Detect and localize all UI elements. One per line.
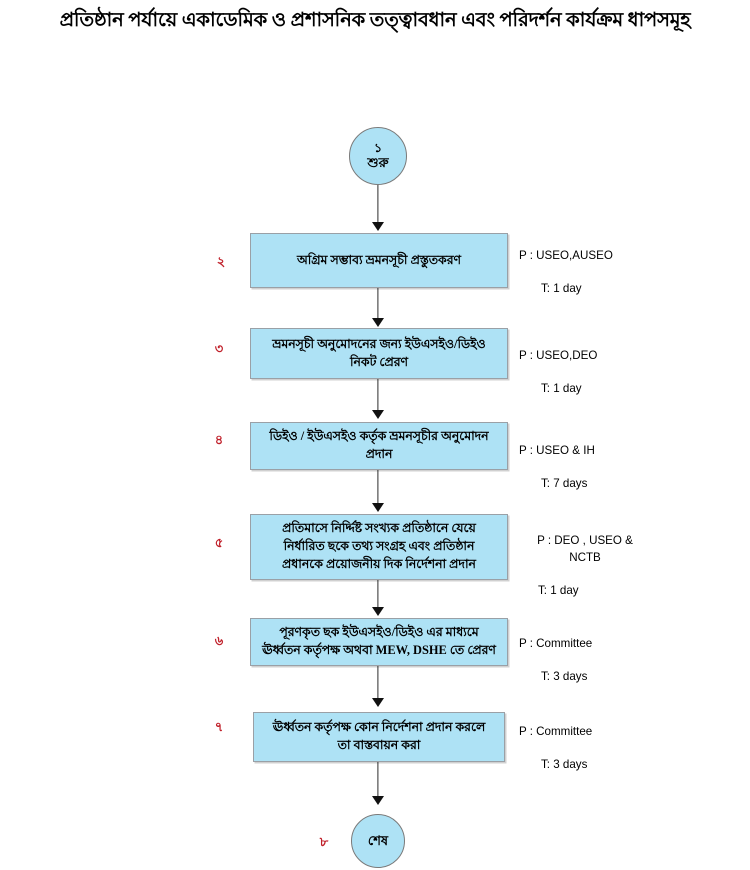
annotation-step6-time: T: 3 days [541,670,588,684]
step-number-6: ৬ [214,633,224,648]
annotation-step3-time: T: 1 day [541,382,582,396]
annotation-step7-person: P : Committee [519,724,593,738]
annotation-step2: P : USEO,AUSEO T: 1 day [519,231,719,315]
connector-step5-to-step6 [377,580,379,611]
annotation-step3: P : USEO,DEO T: 1 day [519,331,719,415]
start-label: শুরু [367,154,389,170]
start-step-number: ১ [373,141,383,156]
step-number-5: ৫ [214,535,224,550]
connector-step4-to-step5 [377,470,379,507]
arrowhead-step3 [372,318,384,327]
connector-step6-to-step7 [377,666,379,702]
flow-node-start[interactable]: ১ শুরু [349,127,407,185]
arrowhead-step6 [372,607,384,616]
arrowhead-end [372,796,384,805]
connector-start-to-step2 [377,185,379,225]
step-number-3: ৩ [214,341,224,356]
flow-node-end[interactable]: শেষ [351,814,405,868]
flow-node-step3[interactable]: ভ্রমনসূচী অনুমোদনের জন্য ইউএসইও/ডিইও নিক… [250,328,508,379]
annotation-step5: P : DEO , USEO & NCTB T: 1 day [516,516,716,617]
annotation-step5-time: T: 1 day [538,584,579,598]
arrowhead-step4 [372,410,384,419]
connector-step3-to-step4 [377,379,379,414]
step-number-2: ২ [216,254,226,269]
end-label: শেষ [367,832,389,848]
annotation-step4-person: P : USEO & IH [519,443,595,457]
flow-node-step7[interactable]: ঊর্ধ্বতন কর্তৃপক্ষ কোন নির্দেশনা প্রদান … [253,712,505,762]
arrowhead-step2 [372,222,384,231]
connector-step2-to-step3 [377,288,379,322]
step-number-7: ৭ [214,719,224,734]
flow-node-step4[interactable]: ডিইও / ইউএসইও কর্তৃক ভ্রমনসূচীর অনুমোদন … [250,422,508,470]
flow-node-step6[interactable]: পূরণকৃত ছক ইউএসইও/ডিইও এর মাধ্যমে ঊর্ধ্ব… [250,618,508,666]
flow-node-step2[interactable]: অগ্রিম সম্ভাব্য ভ্রমনসূচী প্রস্তুতকরণ [250,233,508,288]
annotation-step3-person: P : USEO,DEO [519,348,598,362]
annotation-step7: P : Committee T: 3 days [519,707,719,791]
arrowhead-step5 [372,503,384,512]
connector-step7-to-end [377,762,379,800]
flow-node-step5[interactable]: প্রতিমাসে নির্দ্দিষ্ট সংখ্যক প্রতিষ্ঠানে… [250,514,508,580]
annotation-step6: P : Committee T: 3 days [519,619,719,703]
step-number-4: ৪ [214,432,224,447]
page-title: প্রতিষ্ঠান পর্যায়ে একাডেমিক ও প্রশাসনিক… [59,10,691,31]
annotation-step5-person: P : DEO , USEO & NCTB [537,533,633,564]
annotation-step4: P : USEO & IH T: 7 days [519,426,719,510]
annotation-step2-time: T: 1 day [541,282,582,296]
step-number-8: ৮ [319,834,329,849]
annotation-step7-time: T: 3 days [541,758,588,772]
arrowhead-step7 [372,698,384,707]
annotation-step2-person: P : USEO,AUSEO [519,248,613,262]
annotation-step6-person: P : Committee [519,636,593,650]
annotation-step4-time: T: 7 days [541,477,588,491]
